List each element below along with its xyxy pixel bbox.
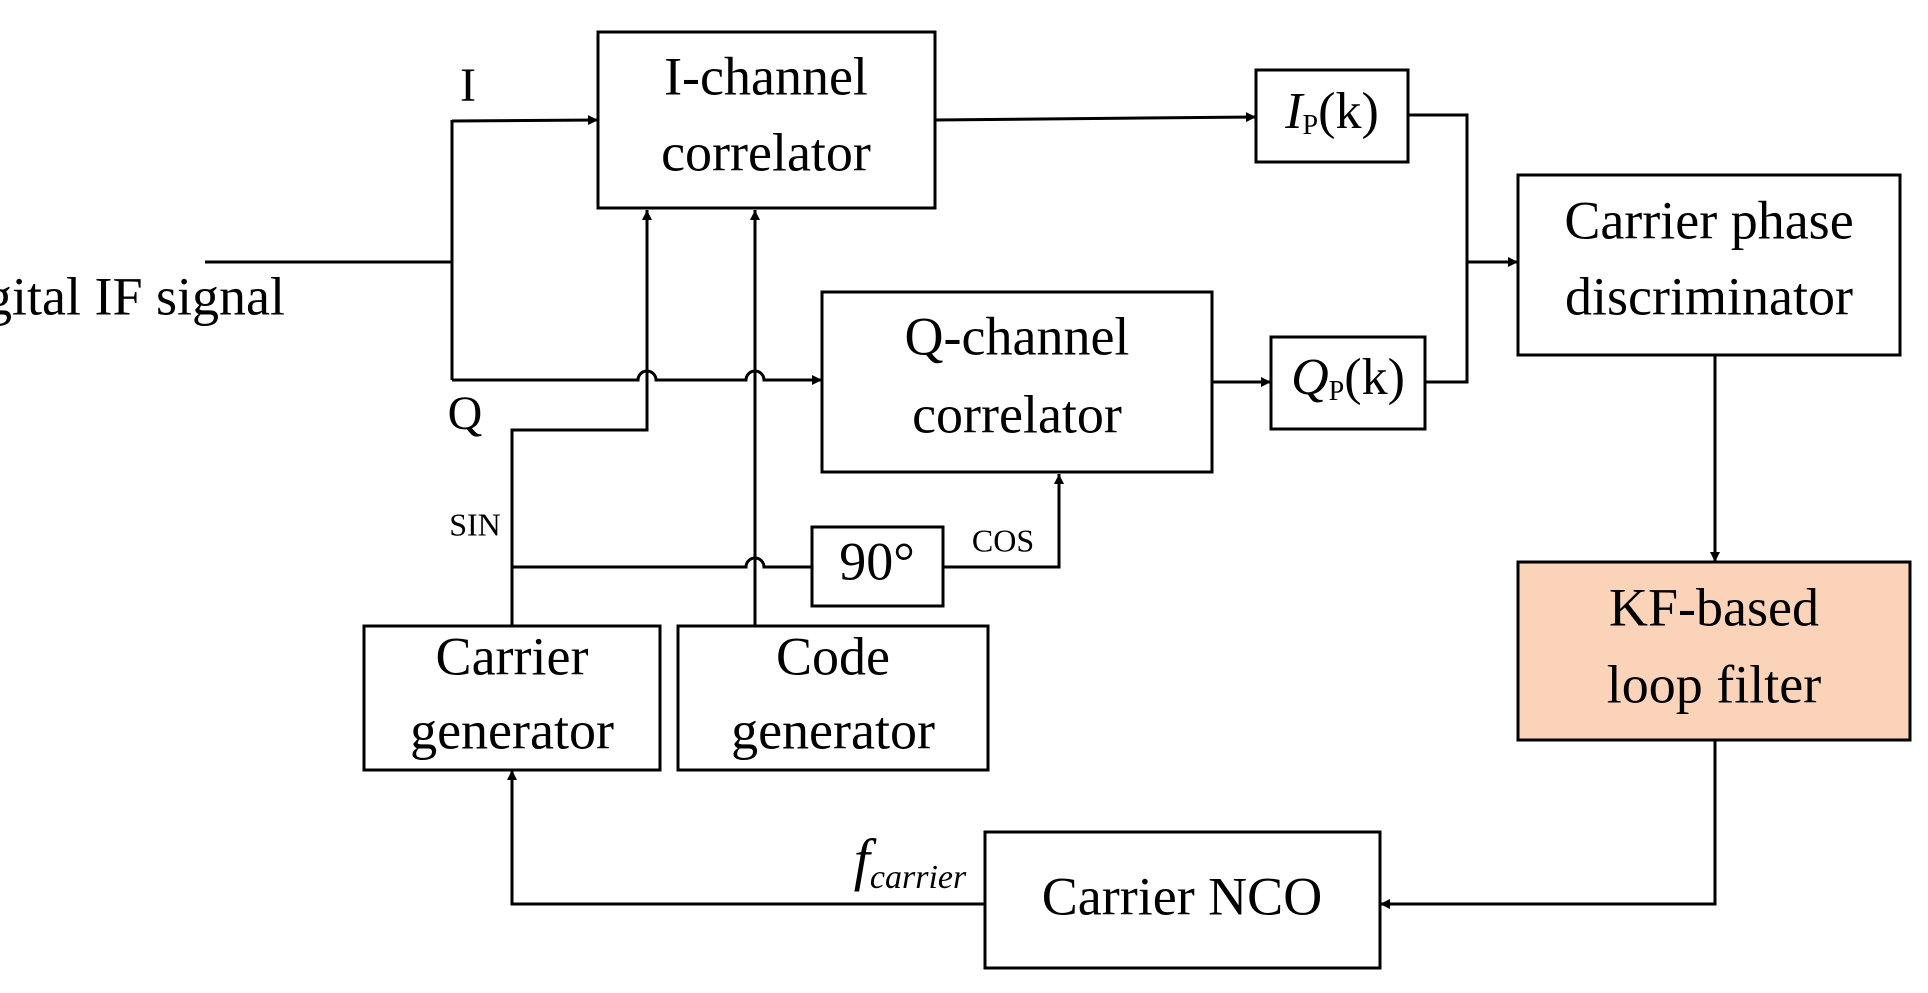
- svg-text:IP(k): IP(k): [1284, 83, 1379, 141]
- kf-line2: loop filter: [1607, 654, 1821, 714]
- qp-symbol: Q: [1291, 349, 1329, 406]
- i-channel-correlator: I-channel correlator: [596, 30, 937, 210]
- q-channel-correlator: Q-channel correlator: [820, 290, 1214, 474]
- q-corr-line2: correlator: [912, 384, 1122, 444]
- wires: [205, 112, 1720, 909]
- qp-box: QP(k): [1269, 335, 1427, 431]
- i-corr-to-ip-wire: [934, 112, 1257, 123]
- kf-based-loop-filter: KF-based loop filter: [1516, 560, 1912, 742]
- carrier-gen-line2: generator: [410, 700, 614, 760]
- discriminator-line1: Carrier phase: [1564, 190, 1853, 250]
- code-gen-line1: Code: [776, 626, 890, 686]
- ip-symbol: I: [1284, 83, 1305, 140]
- sin-label: SIN: [449, 506, 501, 542]
- cos-wire: [943, 474, 1064, 569]
- nco-label: Carrier NCO: [1042, 866, 1322, 926]
- sin-to-phase-wire: [512, 556, 812, 569]
- q-branch-wire: [452, 369, 822, 385]
- q-corr-line1: Q-channel: [905, 306, 1130, 366]
- ip-box: IP(k): [1254, 68, 1410, 164]
- carrier-phase-discriminator: Carrier phase discriminator: [1516, 173, 1902, 357]
- nco-to-carrier-gen-wire: [507, 770, 985, 906]
- cos-label: COS: [972, 522, 1034, 558]
- code-gen-line2: generator: [731, 700, 935, 760]
- ip-arg: (k): [1318, 83, 1379, 140]
- i-corr-line2: correlator: [661, 122, 871, 182]
- f-carrier-subscript: carrier: [870, 859, 967, 896]
- digital-if-signal-label: Digital IF signal: [0, 266, 285, 326]
- kf-line1: KF-based: [1609, 577, 1819, 637]
- q-branch-label: Q: [448, 387, 483, 440]
- carrier-generator: Carrier generator: [362, 624, 662, 772]
- kf-to-nco-wire: [1380, 740, 1717, 909]
- ip-subscript: P: [1303, 110, 1319, 141]
- f-carrier-label: fcarrier: [854, 827, 967, 895]
- i-branch-label: I: [460, 59, 476, 112]
- carrier-nco: Carrier NCO: [983, 830, 1382, 970]
- ip-merge-wire: [1408, 113, 1469, 262]
- discriminator-line2: discriminator: [1565, 266, 1853, 326]
- i-branch-wire: [451, 115, 599, 126]
- svg-text:QP(k): QP(k): [1291, 349, 1405, 407]
- qp-merge-wire: [1425, 262, 1469, 384]
- code-generator: Code generator: [676, 624, 990, 772]
- phase-shift-90: 90°: [810, 525, 945, 608]
- i-corr-line1: I-channel: [664, 46, 868, 106]
- phase-shift-label: 90°: [839, 531, 915, 591]
- qp-arg: (k): [1344, 349, 1405, 406]
- qp-subscript: P: [1329, 376, 1345, 407]
- carrier-gen-line1: Carrier: [436, 626, 589, 686]
- sin-wire: [510, 210, 652, 625]
